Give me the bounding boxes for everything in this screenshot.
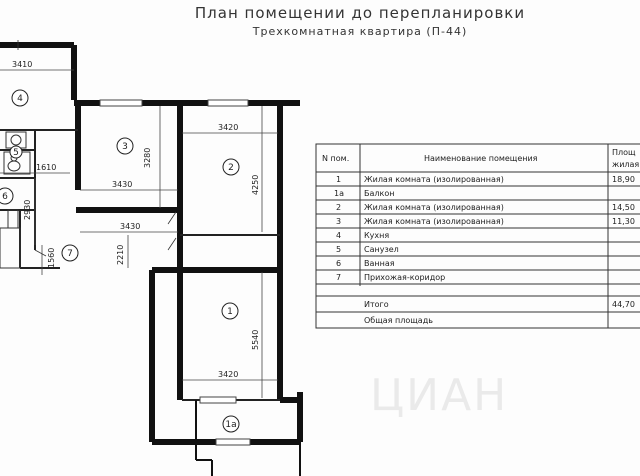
page-subtitle: Трехкомнатная квартира (П-44): [252, 25, 468, 38]
row-7-number: 7: [336, 273, 341, 282]
table-header-name: Наименование помещения: [424, 154, 538, 163]
dim-corridor-width: 3430: [120, 222, 140, 231]
row-1-number: 1: [336, 175, 341, 184]
total-value: 44,70: [612, 300, 635, 309]
dim-hall-small: 1610: [36, 163, 56, 172]
row-2-area: 14,50: [612, 203, 635, 212]
row-3-name: Жилая комната (изолированная): [364, 217, 504, 226]
row-6-name: Ванная: [364, 259, 395, 268]
row-5-number: 5: [336, 245, 341, 254]
row-1a-name: Балкон: [364, 189, 394, 198]
dim-corridor-height: 2210: [116, 245, 125, 265]
dim-room1-width: 3420: [218, 370, 238, 379]
row-3-number: 3: [336, 217, 341, 226]
row-7-name: Прихожая-коридор: [364, 273, 445, 282]
row-4-number: 4: [336, 231, 341, 240]
room-label-7: 7: [67, 249, 73, 259]
total-area-label: Общая площадь: [364, 316, 433, 325]
row-5-name: Санузел: [364, 245, 399, 254]
dim-room2-width: 3420: [218, 123, 238, 132]
dim-top-left-width: 3410: [12, 60, 32, 69]
room-label-3: 3: [122, 142, 128, 152]
total-label: Итого: [364, 300, 389, 309]
dim-bath-height: 2930: [23, 200, 32, 220]
row-1-area: 18,90: [612, 175, 635, 184]
dim-room1-height: 5540: [251, 330, 260, 350]
dim-entry-height: 1560: [47, 248, 56, 268]
room-label-6: 6: [2, 192, 8, 202]
room-label-1a: 1a: [225, 420, 236, 430]
room-label-4: 4: [17, 94, 23, 104]
watermark-logo: ЦИАН: [370, 370, 509, 421]
row-6-number: 6: [336, 259, 341, 268]
row-1a-number: 1а: [334, 189, 344, 198]
row-2-number: 2: [336, 203, 341, 212]
table-header-number: N пом.: [322, 154, 349, 163]
table-header-living: жилая: [612, 160, 639, 169]
dim-room2-height: 4250: [251, 175, 260, 195]
room-label-5: 5: [13, 148, 19, 158]
row-1-name: Жилая комната (изолированная): [364, 175, 504, 184]
room-label-1: 1: [227, 307, 233, 317]
row-4-name: Кухня: [364, 231, 389, 240]
row-3-area: 11,30: [612, 217, 635, 226]
table-header-area: Площ: [612, 148, 636, 157]
rooms-table-grid: [315, 143, 640, 329]
room-label-2: 2: [228, 163, 234, 173]
row-2-name: Жилая комната (изолированная): [364, 203, 504, 212]
page-title: План помещении до перепланировки: [194, 4, 526, 22]
dim-room3-width: 3430: [112, 180, 132, 189]
dim-room3-height: 3280: [143, 148, 152, 168]
